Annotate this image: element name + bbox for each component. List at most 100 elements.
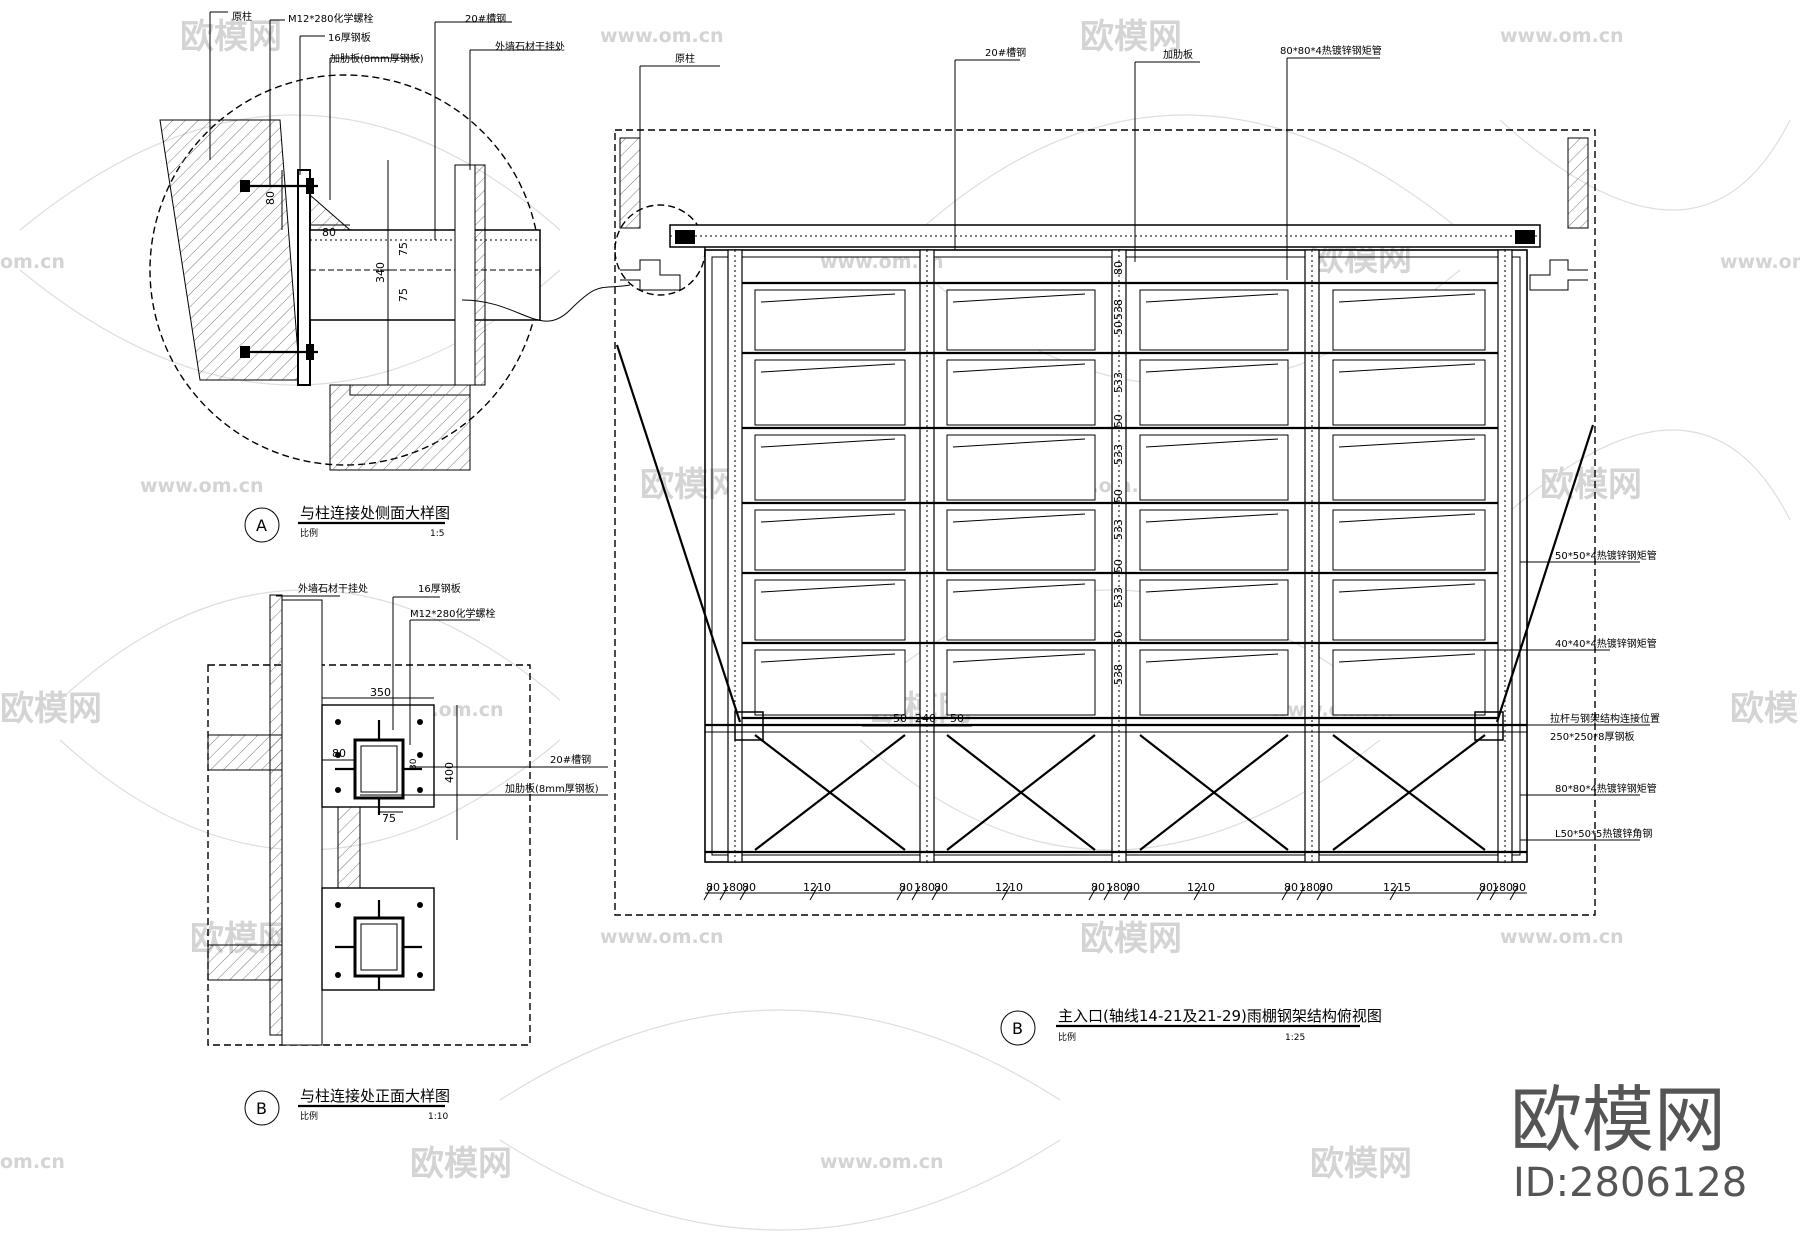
plan-scale-label: 比例 xyxy=(1058,1031,1076,1043)
detail-a-marker xyxy=(244,507,280,543)
plan-detail-callout xyxy=(614,204,706,296)
plan-view: 50*50*4热镀锌钢矩管 40*40*4热镀锌钢矩管 拉杆与钢架结构连接位置 … xyxy=(614,44,1660,1046)
detail-a-base-hatch xyxy=(329,384,471,471)
x-brace xyxy=(754,734,906,851)
plan-label-tube80: 80*80*4热镀锌钢矩管 xyxy=(1280,44,1382,57)
plan-hdim: 80 xyxy=(934,881,948,894)
plan-label-plate250: 250*250*8厚钢板 xyxy=(1550,730,1635,743)
plan-hdim: 80 xyxy=(1284,881,1298,894)
detail-b-label-rib: 加肋板(8mm厚钢板) xyxy=(505,782,599,795)
watermark-site: www.om.cn xyxy=(600,926,724,948)
plan-hdim: 80 xyxy=(1319,881,1333,894)
detail-a: 80 80 75 340 75 原柱 M12*280化学螺栓 16厚钢板 加肋板… xyxy=(149,10,631,543)
x-brace xyxy=(1139,734,1289,851)
plan-hdim: 180 xyxy=(1492,881,1513,894)
plan-vdim: 50 xyxy=(1112,489,1125,503)
watermark-brand: 欧模网 xyxy=(640,465,742,505)
detail-a-label-plate: 16厚钢板 xyxy=(328,31,371,44)
glass-pane xyxy=(754,509,906,571)
detail-b-dim: 350 xyxy=(370,686,391,699)
detail-b-scale: 1:10 xyxy=(428,1112,448,1122)
watermark-layer: 欧模网 欧模网 欧模网 欧模网 欧模网 欧模网 欧模网 欧模网 欧模网 欧模网 … xyxy=(0,17,1800,1231)
glass-pane xyxy=(946,289,1096,351)
plan-vdim: 50 xyxy=(1112,321,1125,335)
plan-vdim: 533 xyxy=(1112,444,1125,465)
plan-column-left xyxy=(619,137,641,229)
glass-pane xyxy=(1139,434,1289,501)
detail-a-dim: 340 xyxy=(374,262,387,283)
glass-pane xyxy=(946,509,1096,571)
plan-hdim: 80 xyxy=(1126,881,1140,894)
plan-vdim: 538 xyxy=(1112,299,1125,320)
glass-pane xyxy=(1139,509,1289,571)
watermark-site: www.om.cn xyxy=(1500,926,1624,948)
glass-pane xyxy=(1139,649,1289,716)
detail-a-title: 与柱连接处侧面大样图 xyxy=(300,504,450,522)
watermark-site: om.cn xyxy=(0,251,65,273)
plan-marker xyxy=(1000,1010,1036,1046)
plan-hdim: 180 xyxy=(914,881,935,894)
plan-hdim: 80 xyxy=(1479,881,1493,894)
glass-pane xyxy=(1332,359,1486,426)
plan-mid-dim: 50 xyxy=(893,712,907,725)
detail-a-scale: 1:5 xyxy=(430,529,444,539)
glass-pane xyxy=(1139,579,1289,641)
watermark-brand: 欧模网 xyxy=(410,1144,512,1184)
plan-posts xyxy=(727,249,1513,863)
plan-hdim: 80 xyxy=(742,881,756,894)
detail-b-label-bolt: M12*280化学螺栓 xyxy=(410,607,495,620)
glass-pane xyxy=(1332,434,1486,501)
plan-boundary xyxy=(614,129,1596,916)
plan-label-angle: L50*50*5热镀锌角钢 xyxy=(1555,827,1652,840)
watermark-site: www.om.cn xyxy=(140,475,264,497)
plan-hdim: 180 xyxy=(722,881,743,894)
glass-pane xyxy=(754,649,906,716)
x-brace xyxy=(1332,734,1486,851)
glass-pane xyxy=(1332,289,1486,351)
detail-b-dim: 30 xyxy=(409,758,419,770)
detail-b-boundary xyxy=(207,664,531,1046)
plan-hdim: 180 xyxy=(1106,881,1127,894)
plan-column-right xyxy=(1567,137,1589,229)
plan-label-rod: 拉杆与钢架结构连接位置 xyxy=(1550,712,1660,725)
detail-a-channel xyxy=(309,229,541,321)
watermark-brand: 欧模网 xyxy=(1080,17,1182,57)
logo-watermark: 欧模网 ID:2806128 xyxy=(1510,1078,1747,1206)
plan-mid-dim: 50 xyxy=(950,712,964,725)
plan-mid-dim: 240 xyxy=(915,712,936,725)
plan-glass-panes xyxy=(754,289,1486,716)
glass-pane xyxy=(1332,579,1486,641)
detail-b: 350 80 400 75 30 外墙石材干挂处 16厚钢板 M12*280化学… xyxy=(207,582,608,1126)
detail-b-label-stone: 外墙石材干挂处 xyxy=(298,582,368,595)
plan-hdim: 1215 xyxy=(1383,881,1411,894)
detail-b-scale-label: 比例 xyxy=(300,1110,318,1122)
watermark-brand: 欧模网 xyxy=(0,689,102,729)
watermark-brand: 欧模网 xyxy=(1540,465,1642,505)
plan-hdim: 1210 xyxy=(995,881,1023,894)
watermark-site: om.cn xyxy=(0,1151,65,1173)
detail-a-label-bolt: M12*280化学螺栓 xyxy=(288,12,373,25)
plan-label-tube50: 50*50*4热镀锌钢矩管 xyxy=(1555,549,1657,562)
plan-hdim: 1210 xyxy=(803,881,831,894)
detail-a-dim: 80 xyxy=(322,226,336,239)
watermark-site: www.om.cn xyxy=(600,25,724,47)
detail-b-label-channel: 20#槽钢 xyxy=(550,753,591,766)
detail-b-title: 与柱连接处正面大样图 xyxy=(300,1087,450,1105)
plan-vdim: 533 xyxy=(1112,519,1125,540)
watermark-brand: 欧模网 xyxy=(180,17,282,57)
detail-b-top-tube xyxy=(353,738,405,800)
logo-id: ID:2806128 xyxy=(1513,1160,1747,1206)
plan-vdim: 50 xyxy=(1112,631,1125,645)
detail-b-dim: 75 xyxy=(382,812,396,825)
glass-pane xyxy=(946,579,1096,641)
plan-vdim: 538 xyxy=(1112,664,1125,685)
plan-corner-plate-right xyxy=(1474,711,1504,741)
glass-pane xyxy=(1139,359,1289,426)
detail-b-wall xyxy=(269,594,283,1036)
detail-b-dim: 400 xyxy=(443,762,456,783)
plan-label-tube80b: 80*80*4热镀锌钢矩管 xyxy=(1555,782,1657,795)
detail-a-label-col: 原柱 xyxy=(232,10,252,23)
detail-b-bottom-tube xyxy=(353,916,405,978)
